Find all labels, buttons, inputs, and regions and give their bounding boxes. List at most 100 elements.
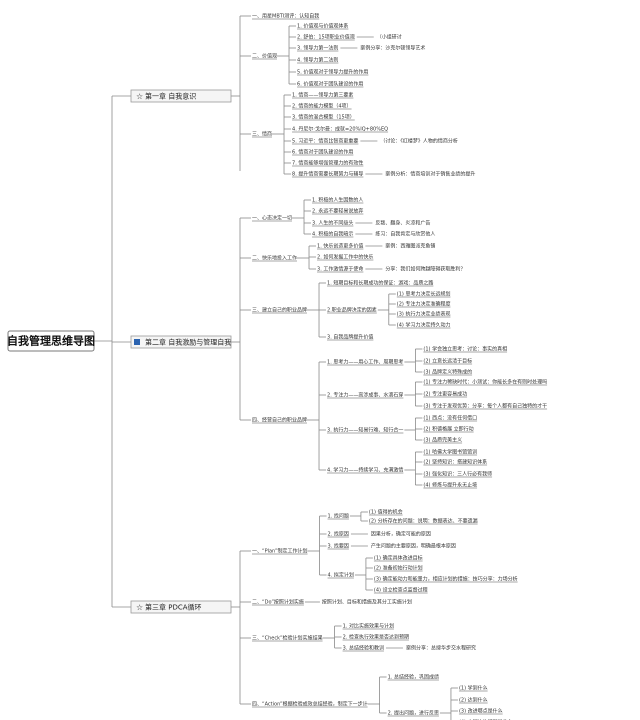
list-item: 1. 积极的人生因数的人	[312, 197, 363, 204]
list-item: 2. 找原因	[328, 531, 349, 538]
sub-item: (2) 专注更容易成功	[423, 391, 467, 398]
item-note: 案例分享：沙克尔顿领导艺术	[360, 45, 425, 52]
sub-item: (1) 学到什么	[459, 685, 488, 692]
list-item: 4. 积极的自我暗示	[312, 231, 353, 238]
chapter-title: 第一章 自我意识	[145, 92, 196, 101]
list-item: 4. 拟定计划	[328, 572, 354, 579]
branch-label: 一、心态决定一切	[252, 215, 292, 222]
item-note: 因果分析，确定可能的原因	[371, 531, 431, 538]
list-item: 3. 工作激情源于使命	[317, 266, 363, 273]
sub-item: (1) 专注力稀缺时代：小测试：你能长多在有则时处理吗	[423, 379, 547, 386]
list-item: 6. 价值观对于团队建设的作用	[297, 81, 363, 88]
list-item: 2. 检查执行效果是否达到预期	[343, 634, 409, 641]
item-note: 产生问题的主要原因，明确最根本原因	[371, 543, 456, 550]
branch-label: 二、快乐地投入工作	[252, 255, 297, 262]
sub-item: (3) 执行力决定业绩表现	[397, 311, 451, 318]
item-note: （讨论：《红楼梦》人物的情商分析	[380, 138, 458, 145]
list-item: 4. 丹尼尔·戈尔曼：成就=20%IQ+80%EQ	[292, 126, 388, 133]
list-item: 1. 短期目标和长期成功的保证：游戏：品质之路	[327, 280, 433, 287]
book-icon	[134, 339, 140, 345]
list-item: 6. 情商对于团队建设的作用	[292, 149, 353, 156]
list-item: 1. 找问题	[328, 513, 349, 520]
sub-item: (3) 品质完美主义	[423, 437, 462, 444]
chapter-title: 第三章 PDCA循环	[145, 603, 202, 612]
sub-item: (3) 品牌定义特殊成的	[423, 369, 472, 376]
list-item: 1. 价值观与价值观体系	[297, 23, 348, 30]
list-item: 2. 提出问题，进行反思	[388, 710, 439, 717]
star-icon: ☆	[136, 603, 143, 612]
list-item: 5. 价值观对于领导力提升的作用	[297, 69, 368, 76]
list-item: 3. 自我品牌提升价值	[327, 334, 373, 341]
sub-item: (1) 哈佛大学图书馆馆训	[423, 449, 477, 456]
sub-item: (2) 积德格展 立即行动	[423, 426, 473, 433]
list-item: 3. 执行力——知易行难、知行合一	[327, 427, 403, 434]
list-item: 3. 找要因	[328, 543, 349, 550]
sub-item: (4) 设立检查点监督过程	[374, 587, 428, 594]
list-item: 3. 人生的不同级头	[312, 220, 353, 227]
list-item: 1. 快乐创造更多价值	[317, 243, 363, 250]
sub-item: (3) 强化知识：三人行必有我师	[423, 471, 492, 478]
sub-item: (1) 西点：没有任何借口	[423, 415, 477, 422]
list-item: 1. 对比实施效果与计划	[343, 623, 394, 630]
list-item: 2.职业品牌决定的因素	[327, 307, 377, 314]
chapter-title: 第二章 自我激励与管理自我	[145, 338, 231, 347]
branch-label: 三、情商	[252, 131, 272, 138]
sub-item: (4) 学习力决定持久动力	[397, 322, 451, 329]
branch-label: 四、经营自己的职业品牌	[252, 417, 307, 424]
list-item: 1. 思考力——用心工作、周期思考	[327, 359, 403, 366]
branch-label: 三、“Check”检验计划实施结果	[252, 635, 323, 642]
mindmap-nodes: 自我管理思维导图☆第一章 自我意识一、用星MBTI测评：认知自我二、价值观1. …	[7, 13, 547, 720]
sub-item: (1) 思考力决定长远规划	[397, 291, 451, 298]
chapter-node[interactable]	[130, 600, 232, 614]
sub-item: (2) 准备初始行动计划	[374, 565, 423, 572]
list-item: 3. 领导力第一法则	[297, 45, 338, 52]
branch-note: 按照计划、目标和措施及其分工实施计划	[322, 599, 412, 606]
sub-item: (2) 专注力决定准确程度	[397, 301, 451, 308]
list-item: 8. 提升情商需要长期努力与辅导	[292, 171, 363, 178]
item-note: 案例：西雅图派克鱼铺	[385, 243, 435, 250]
item-note: 反叛、翻身、炎凉和广告	[375, 220, 430, 227]
sub-item: (4) 未解决的问题是什么	[459, 719, 513, 720]
sub-item: (1) 值得的机会	[369, 509, 403, 516]
item-note: 分享：我们如何跨越障碍获取胜利？	[385, 266, 465, 273]
sub-item: (4) 修炼与提升永无止境	[423, 482, 477, 489]
list-item: 4. 学习力——持续学习、充满激情	[327, 467, 403, 474]
list-item: 2. 专注力——高涉成事、水滴石穿	[327, 392, 403, 399]
connector-lines	[94, 15, 548, 720]
sub-item: (2) 达到什么	[459, 697, 488, 704]
item-note: 练习：自我肯定与欣赏他人	[375, 231, 435, 238]
list-item: 2. 情商的能力模型（4项）	[292, 103, 352, 110]
item-note: 案例分析：情商培训对于销售业绩的提升	[385, 171, 475, 178]
list-item: 2. 永远不要轻易说放弃	[312, 208, 363, 215]
list-item: 2. 如何发掘工作中的快乐	[317, 254, 373, 261]
list-item: 1. 情商——领导力第三要素	[292, 92, 353, 99]
sub-item: (3) 专注于发现优势：分享：每个人都有自己独特的才干	[423, 403, 547, 410]
branch-label: 三、建立自己的职业品牌	[252, 307, 307, 314]
list-item: 2. 舒伯：15项职业价值观	[297, 34, 355, 41]
chapter-node[interactable]	[130, 335, 232, 349]
sub-item: (2) 坚持知识：搭建知识体系	[423, 459, 487, 466]
branch-label: 一、用星MBTI测评：认知自我	[252, 13, 319, 20]
sub-item: (1) 学会独立思考：讨论：事实的真相	[423, 346, 507, 353]
branch-label: 二、价值观	[252, 53, 277, 60]
sub-item: (3) 改进哪点是什么	[459, 708, 503, 715]
star-icon: ☆	[136, 92, 143, 101]
list-item: 4. 领导力第二法则	[297, 57, 338, 64]
item-note: 案例分享：总搜华步交水程研究	[406, 645, 476, 652]
branch-label: 一、“Plan”制定工作计划	[252, 548, 308, 555]
list-item: 3. 情商的混合模型（15项）	[292, 114, 355, 121]
item-note: （小组研讨	[377, 34, 402, 41]
chapter-node[interactable]	[130, 89, 232, 103]
sub-item: (1) 确定具体改进目标	[374, 555, 423, 562]
list-item: 5. 习近平：情商比智商更重要	[292, 138, 358, 145]
sub-item: (2) 分析存在的问题：说明：数据表达、不要遗漏	[369, 518, 478, 525]
list-item: 1. 总结经验，巩固成绩	[388, 674, 439, 681]
sub-item: (3) 确定能动力和能量力，相应计划的措施：技巧分享：力场分析	[374, 576, 518, 583]
root-node[interactable]	[7, 330, 95, 352]
list-item: 3. 总结经验和教训	[343, 645, 384, 652]
branch-label: 四、“Action”根据检验成效总结经验，制定下一步计	[252, 701, 368, 708]
sub-item: (2) 立意长远清于目标	[423, 358, 472, 365]
branch-label: 二、“Do”按照计划实施	[252, 599, 304, 606]
root-title: 自我管理思维导图	[7, 334, 95, 348]
